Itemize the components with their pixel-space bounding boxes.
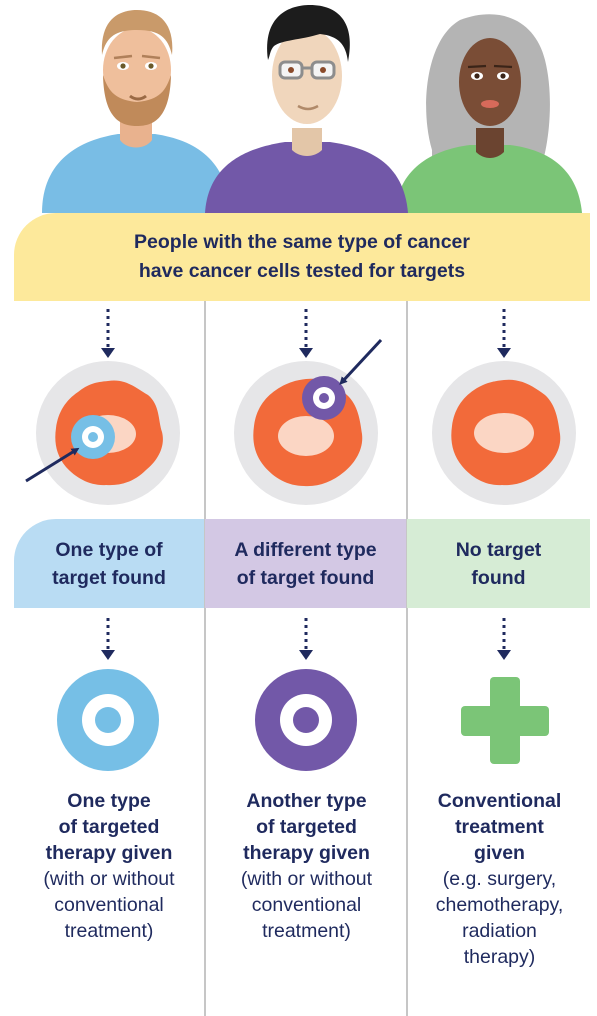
- dotted-arrow-icon: [299, 618, 313, 660]
- therapy-bold-line: given: [474, 842, 525, 864]
- therapy-note-line: treatment): [262, 920, 351, 942]
- therapy-bold-line: therapy given: [45, 842, 173, 864]
- target-icon: [71, 415, 115, 459]
- result-line: A different type: [234, 538, 377, 561]
- therapy-note-line: treatment): [64, 920, 154, 942]
- therapy-bold-line: treatment: [455, 816, 544, 838]
- therapy-note-line: (with or without: [43, 868, 175, 890]
- banner-line-1: People with the same type of cancer: [134, 231, 470, 253]
- therapy-note-line: conventional: [54, 894, 164, 916]
- screening-banner: People with the same type of cancer have…: [14, 213, 590, 301]
- therapy-bold-line: One type: [67, 790, 151, 812]
- therapy-note-line: therapy): [463, 946, 536, 968]
- therapy-bold-line: therapy given: [243, 842, 370, 864]
- therapy-note-line: conventional: [251, 894, 362, 916]
- therapy-note-line: chemotherapy,: [435, 894, 564, 916]
- dotted-arrow-icon: [497, 618, 511, 660]
- plus-icon: [461, 677, 549, 764]
- banner-line-2: have cancer cells tested for targets: [138, 260, 466, 282]
- therapy-text-one-type: One type of targeted therapy given (with…: [14, 788, 204, 944]
- dotted-arrow-icon: [101, 309, 115, 358]
- target-icon: [255, 669, 357, 771]
- therapy-bold-line: Another type: [246, 790, 367, 812]
- therapy-bold-line: Conventional: [437, 790, 562, 812]
- target-icon: [302, 376, 346, 420]
- dotted-arrow-icon: [497, 309, 511, 358]
- dotted-arrow-icon: [101, 618, 115, 660]
- result-line: One type of: [55, 538, 163, 561]
- person-glasses-icon: [205, 5, 408, 213]
- therapy-note-line: (e.g. surgery,: [442, 868, 557, 890]
- result-label-no-target: No target found: [407, 519, 590, 608]
- person-gray-hair-icon: [395, 14, 582, 213]
- arrow-icon: [25, 447, 80, 483]
- cancer-cell-icon: [432, 361, 576, 505]
- result-line: No target: [455, 538, 542, 561]
- therapy-text-conventional: Conventional treatment given (e.g. surge…: [409, 788, 590, 970]
- result-line: of target found: [236, 566, 375, 589]
- therapy-text-another-type: Another type of targeted therapy given (…: [207, 788, 406, 944]
- dotted-arrow-icon: [299, 309, 313, 358]
- person-bearded-icon: [42, 10, 230, 213]
- result-label-different-type: A different type of target found: [205, 519, 406, 608]
- arrow-icon: [339, 338, 383, 385]
- result-line: found: [471, 566, 526, 589]
- therapy-note-line: (with or without: [240, 868, 373, 890]
- therapy-note-line: radiation: [462, 920, 537, 942]
- result-line: target found: [52, 566, 166, 589]
- result-label-one-type: One type of target found: [14, 519, 204, 608]
- therapy-bold-line: of targeted: [58, 816, 160, 838]
- therapy-bold-line: of targeted: [256, 816, 357, 838]
- cancer-cell-icon: [234, 361, 378, 505]
- target-icon: [57, 669, 159, 771]
